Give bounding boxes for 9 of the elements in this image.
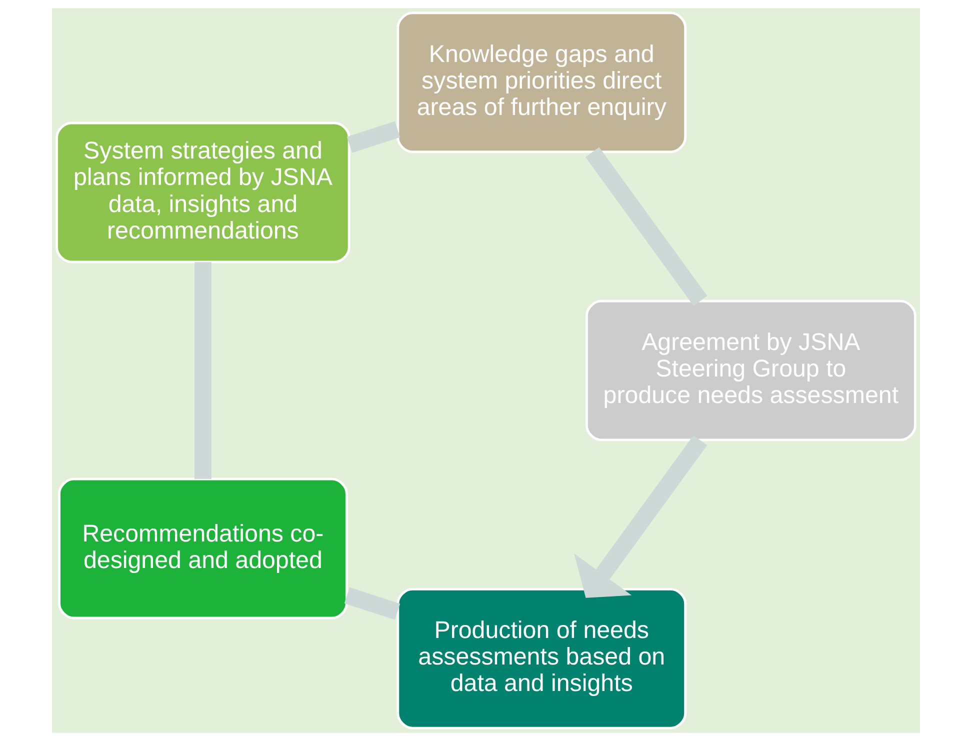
node-box: Production of needs assessments based on data and insights xyxy=(396,588,687,730)
arrow xyxy=(574,435,708,598)
node-box: Knowledge gaps and system priorities direct areas of further enquiry xyxy=(396,12,687,154)
node-box: Recommendations co-designed and adopted xyxy=(58,478,348,620)
node-box: System strategies and plans informed by JSNA data, insights and recommendations xyxy=(56,122,350,264)
connector xyxy=(344,587,400,620)
connector xyxy=(585,147,708,306)
connector xyxy=(194,262,212,480)
connector xyxy=(346,121,400,153)
